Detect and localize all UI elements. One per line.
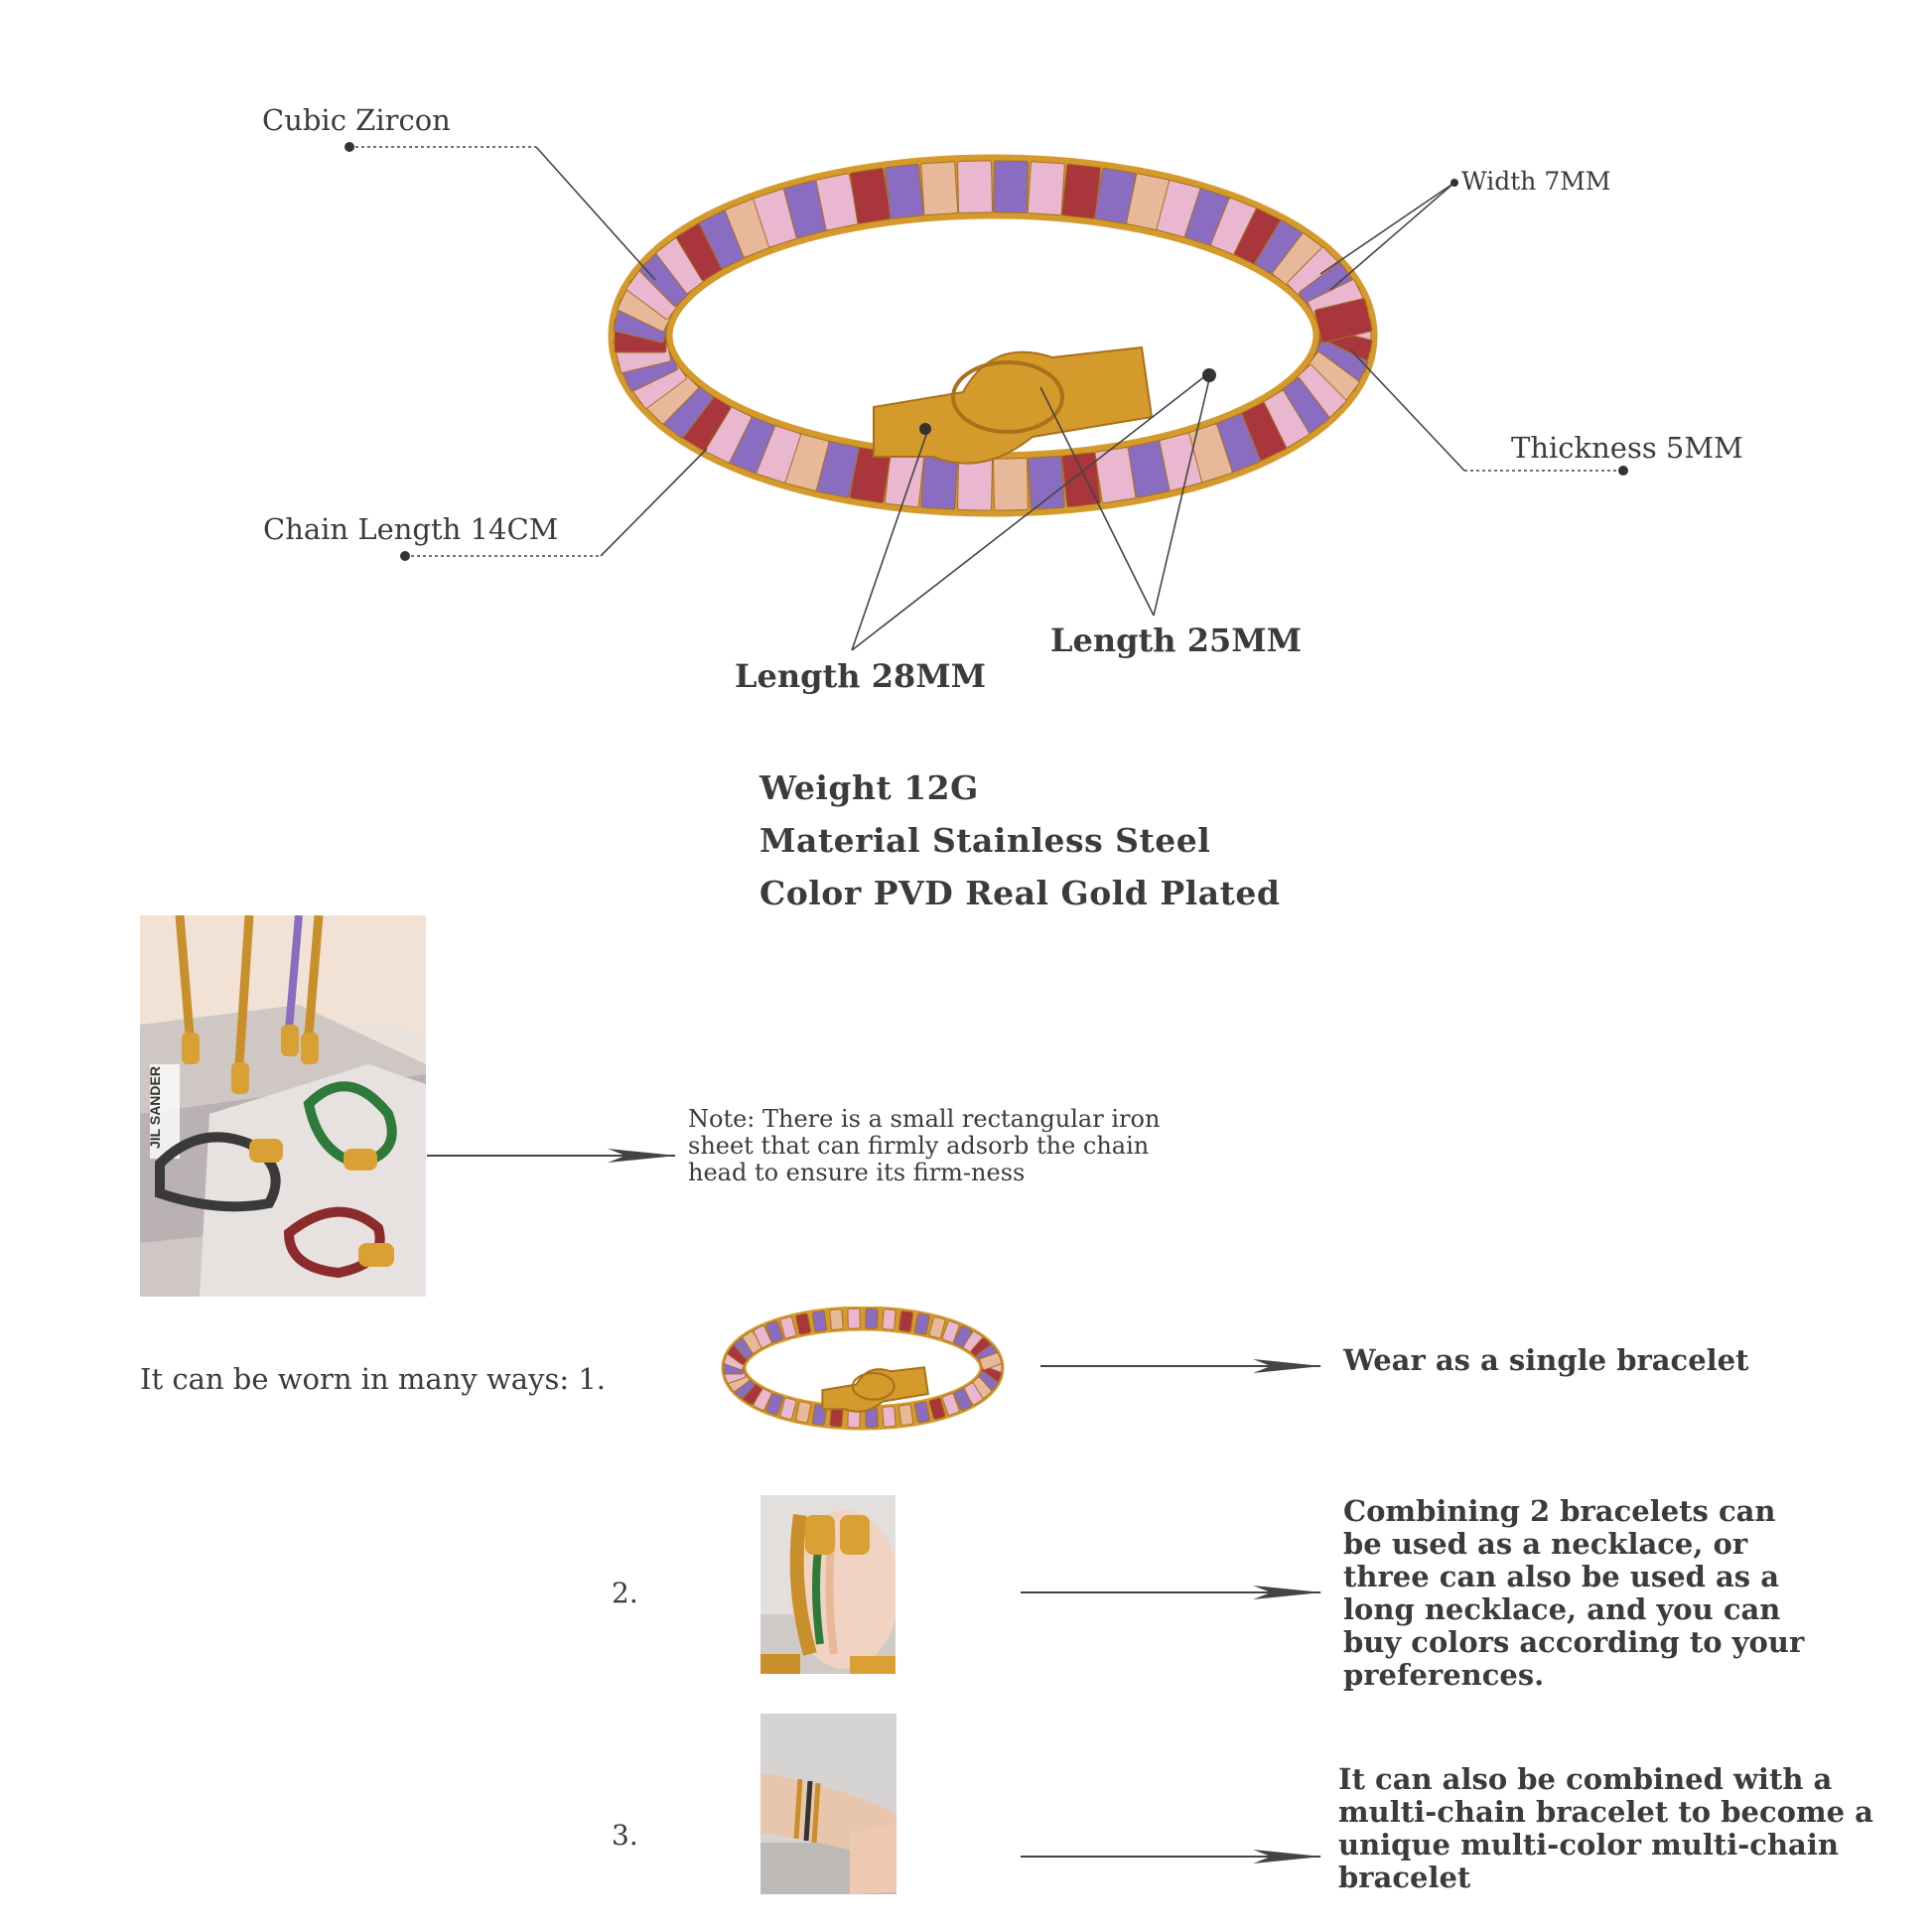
bracelet-stone [829,1309,844,1330]
callout-line-25-b [1153,378,1210,617]
bracelet-stone [957,457,994,511]
callout-dot [919,423,931,435]
way-2-number: 2. [612,1577,638,1609]
callout-width: Width 7MM [1461,167,1611,196]
product-photo-flatlay: JIL SANDER [140,915,426,1297]
way-3-text: It can also be combined with a multi-cha… [1338,1762,1873,1894]
bracelet-stone [957,160,994,214]
way-3-number: 3. [612,1819,638,1852]
bracelet-stone [765,1393,784,1416]
bracelet-stone [1313,298,1373,344]
bracelet-stone [953,1388,973,1411]
bracelet-stone [920,455,959,510]
bracelet-stone [979,1352,1003,1371]
bracelet-stone [1027,455,1065,510]
bracelet-stone [847,1308,861,1329]
bracelet-stone [920,161,959,216]
bracelet-stone [913,1401,930,1424]
bracelet-stone [779,1397,797,1421]
bracelet-clasp-knot [951,360,1064,434]
callout-line-width-b [1329,182,1455,291]
bracelet-stone [928,1315,946,1339]
callout-line-cubic-zircon-diag [535,146,656,281]
bracelet-stone [849,167,892,224]
bracelet-stone [865,1308,879,1329]
bracelet-clasp-knot [851,1372,896,1401]
bracelet-stone [941,1320,960,1343]
bracelet-stone [811,1310,828,1332]
bracelet-stone [753,1325,772,1348]
way-2-image [760,1495,896,1674]
bracelet-image [608,154,1378,517]
bracelet-stone [882,1309,897,1330]
way-2-text: Combining 2 bracelets can be used as a n… [1343,1494,1805,1692]
callout-length-25: Length 25MM [1050,621,1303,659]
spec-weight: Weight 12G [759,768,979,807]
bracelet-stone [941,1393,960,1416]
callout-dot [400,551,410,561]
callout-line-28-a [851,428,929,651]
spec-color: Color PVD Real Gold Plated [759,874,1281,912]
bracelet-stone [992,160,1029,214]
bracelet-stone [1094,447,1137,504]
bracelet-stone [882,1406,897,1428]
callout-chain-length: Chain Length 14CM [263,512,559,546]
callout-dot [1450,179,1458,187]
bracelet-stone [765,1320,784,1343]
spec-material: Material Stainless Steel [759,821,1211,860]
callout-cubic-zircon: Cubic Zircon [262,103,451,137]
bracelet-stone [897,1310,914,1332]
bracelet-stone [897,1404,914,1427]
bracelet-stone [928,1397,946,1421]
callout-line-thickness-diag [1349,348,1465,472]
way-3-image [760,1714,897,1894]
way-1-image [721,1307,1005,1431]
way-1-text: Wear as a single bracelet [1343,1343,1749,1377]
ways-intro: It can be worn in many ways: 1. [140,1362,607,1396]
callout-dot [345,142,354,152]
svg-text:JIL SANDER: JIL SANDER [147,1066,163,1149]
callout-dot [1202,368,1216,382]
bracelet-stone [1060,163,1102,219]
bracelet-stone [795,1312,812,1335]
callout-line-25-a [1039,386,1155,617]
bracelet-stone [779,1315,797,1339]
callout-length-28: Length 28MM [735,657,987,695]
note-text: Note: There is a small rectangular iron … [688,1105,1161,1186]
callout-line-chain-diag [600,448,708,557]
bracelet-stone [884,163,925,219]
callout-line-28-b [851,374,1207,651]
callout-dot [1618,466,1628,476]
callout-line-width-a [1319,182,1455,275]
callout-thickness: Thickness 5MM [1511,431,1743,465]
bracelet-stone [913,1312,930,1335]
bracelet-stone [795,1401,812,1424]
bracelet-stone [1027,161,1065,216]
bracelet-stone [992,457,1029,511]
bracelet-stone [1060,452,1102,508]
